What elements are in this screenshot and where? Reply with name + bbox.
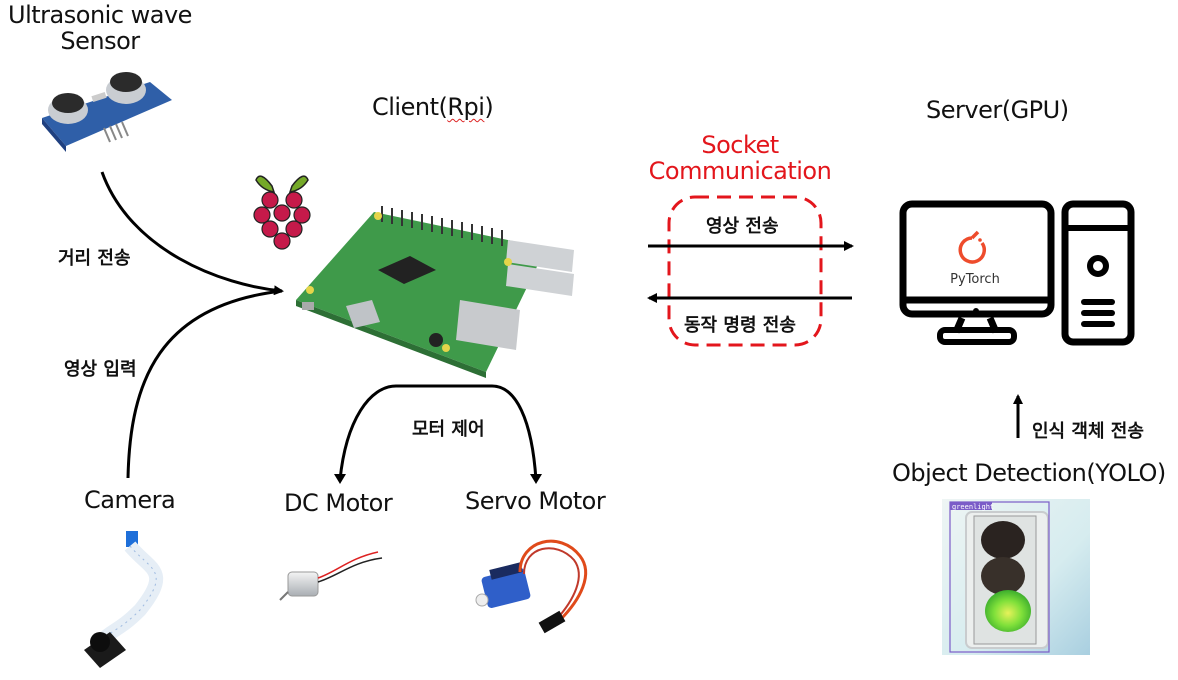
dc-motor-image — [279, 551, 383, 601]
object-detection-title: Object Detection(YOLO) — [892, 459, 1166, 487]
label-motor-control: 모터 제어 — [412, 419, 485, 440]
servo-motor-title: Servo Motor — [465, 487, 606, 515]
traffic-light-detection-image — [942, 499, 1090, 655]
camera-title: Camera — [84, 486, 176, 514]
camera-module-image — [84, 531, 164, 668]
ultrasonic-sensor-title: Ultrasonic wave Sensor — [0, 2, 200, 54]
label-video-send: 영상 전송 — [706, 216, 779, 237]
server-computer-icon — [899, 200, 1135, 346]
client-title: Client(Rpi) — [372, 93, 494, 121]
socket-communication-title: Socket Communication — [640, 132, 840, 184]
ultrasonic-title-line2: Sensor — [60, 27, 140, 55]
label-command-send: 동작 명령 전송 — [684, 315, 796, 336]
arrowhead-servo-motor — [530, 474, 542, 484]
server-title: Server(GPU) — [926, 96, 1069, 124]
ultrasonic-sensor-image — [42, 72, 172, 152]
bbox-class-label: greenlight — [952, 503, 994, 511]
client-title-prefix: Client( — [372, 93, 448, 121]
socket-title-line2: Communication — [648, 157, 832, 185]
arrow-camera-to-client — [126, 289, 283, 479]
dc-motor-title: DC Motor — [284, 489, 393, 517]
raspberry-pi-logo — [253, 175, 311, 250]
socket-title-line1: Socket — [701, 131, 779, 159]
arrow-ultrasonic-to-client — [100, 171, 284, 296]
raspberry-pi-board-image — [296, 206, 574, 378]
arrowhead-dc-motor — [334, 474, 346, 484]
servo-motor-image — [475, 539, 587, 634]
label-detected-object-send: 인식 객체 전송 — [1032, 421, 1144, 442]
ultrasonic-title-line1: Ultrasonic wave — [8, 1, 192, 29]
client-title-rpi: Rpi — [447, 93, 485, 121]
client-title-suffix: ) — [484, 93, 494, 121]
pytorch-flame-icon — [958, 230, 986, 264]
label-distance-transfer: 거리 전송 — [58, 248, 131, 269]
label-video-input: 영상 입력 — [64, 359, 137, 380]
pytorch-logo-text: PyTorch — [950, 272, 1000, 287]
